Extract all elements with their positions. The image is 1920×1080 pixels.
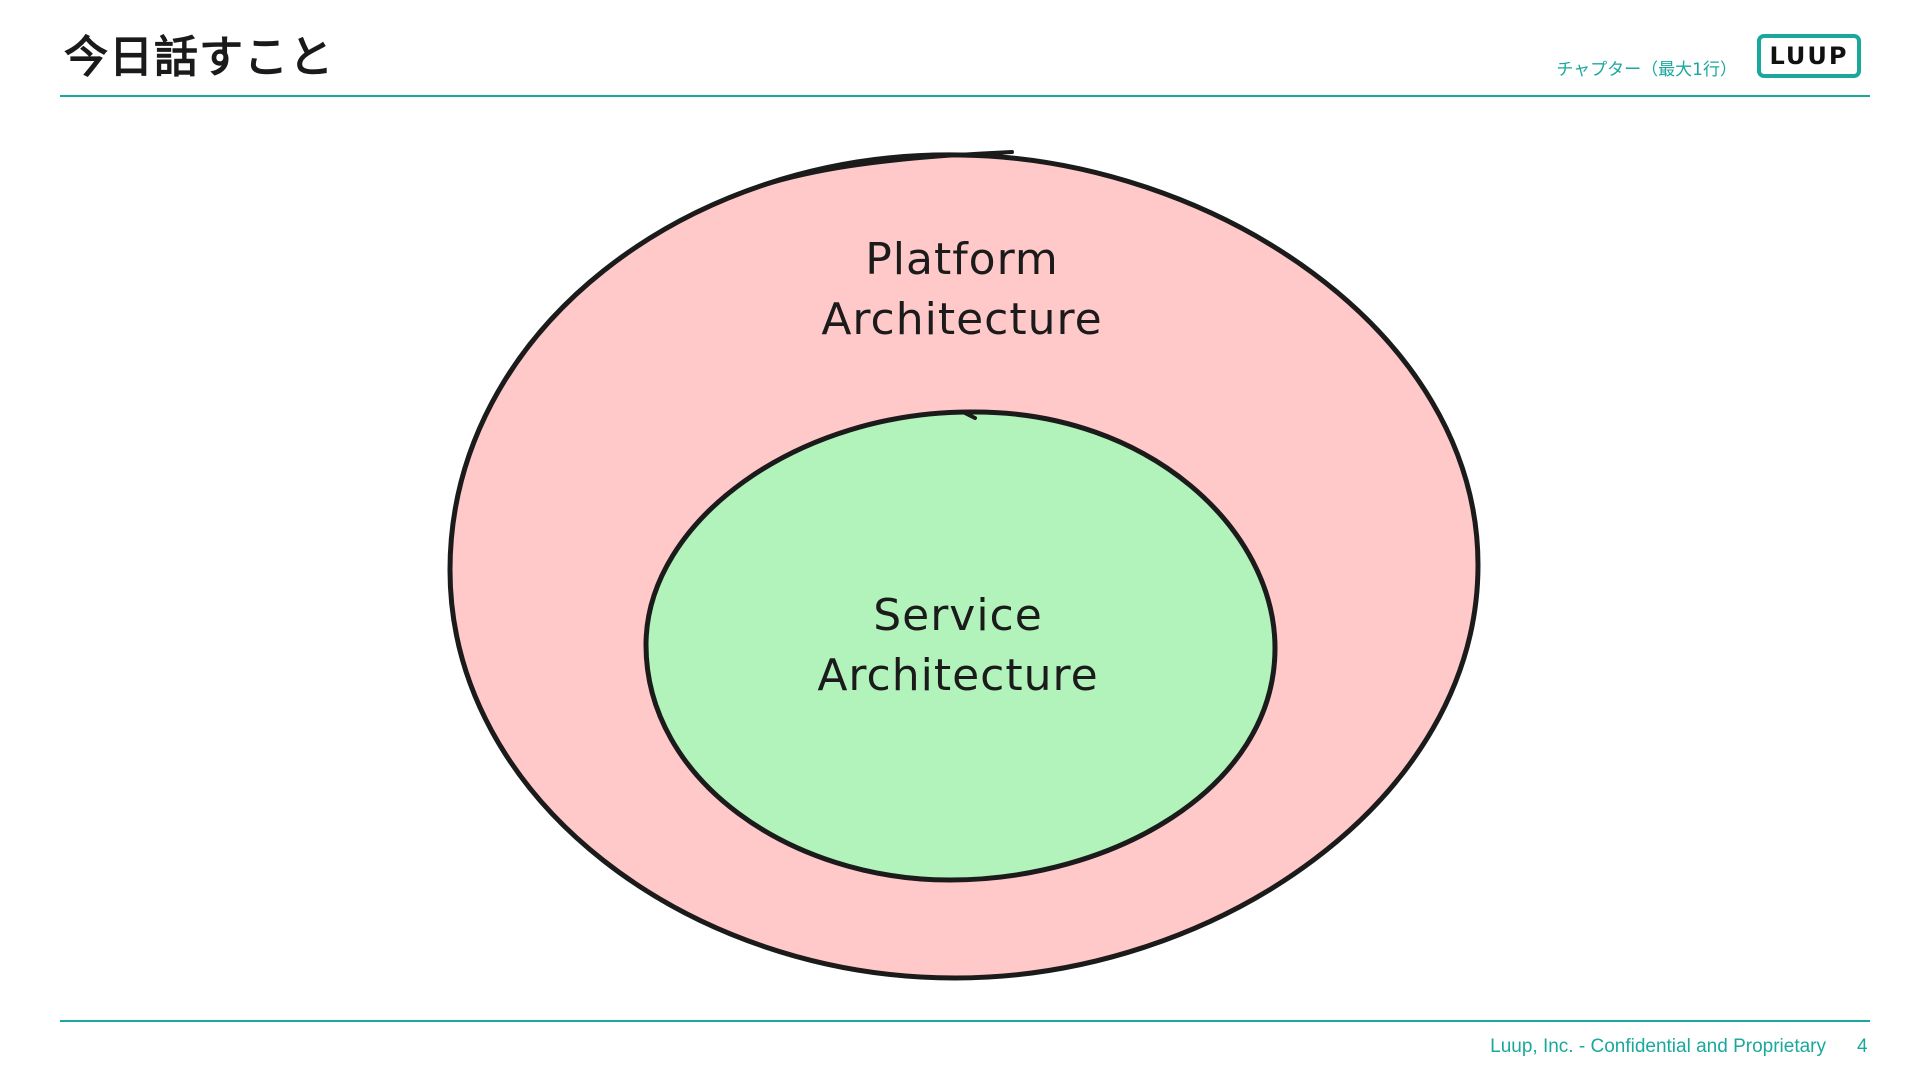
platform-label-line1: Platform <box>865 234 1059 285</box>
header-divider <box>60 95 1870 97</box>
platform-label-line2: Architecture <box>821 294 1102 345</box>
outer-sketch-overlap <box>733 150 1014 197</box>
service-label-line1: Service <box>873 590 1043 641</box>
service-architecture-ellipse <box>643 409 1278 883</box>
confidential-notice: Luup, Inc. - Confidential and Proprietar… <box>1490 1036 1826 1057</box>
page-title: 今日話すこと <box>64 32 334 83</box>
footer-divider <box>60 1020 1870 1022</box>
inner-sketch-overlap <box>963 411 977 420</box>
luup-logo: LUUP <box>1757 34 1861 78</box>
page-number: 4 <box>1857 1036 1868 1057</box>
service-label-line2: Architecture <box>817 650 1098 701</box>
chapter-label: チャプター（最大1行） <box>1556 60 1737 80</box>
